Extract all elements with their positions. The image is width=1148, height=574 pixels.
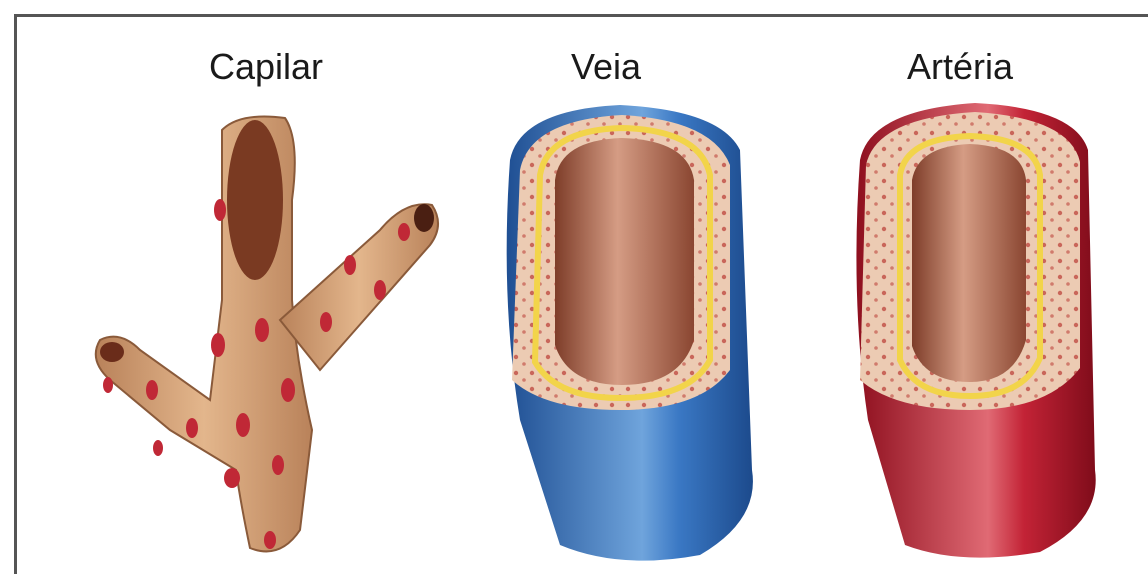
vein-lumen bbox=[555, 138, 694, 385]
capillary-right-branch bbox=[280, 204, 438, 370]
capillary-drawing bbox=[96, 117, 438, 552]
artery-lumen bbox=[912, 144, 1026, 382]
artery-drawing bbox=[856, 103, 1095, 558]
capillary-opening-left bbox=[100, 342, 124, 362]
vein-drawing bbox=[507, 105, 753, 561]
capillary-opening-right bbox=[414, 204, 434, 232]
capillary-opening-top bbox=[227, 120, 283, 280]
